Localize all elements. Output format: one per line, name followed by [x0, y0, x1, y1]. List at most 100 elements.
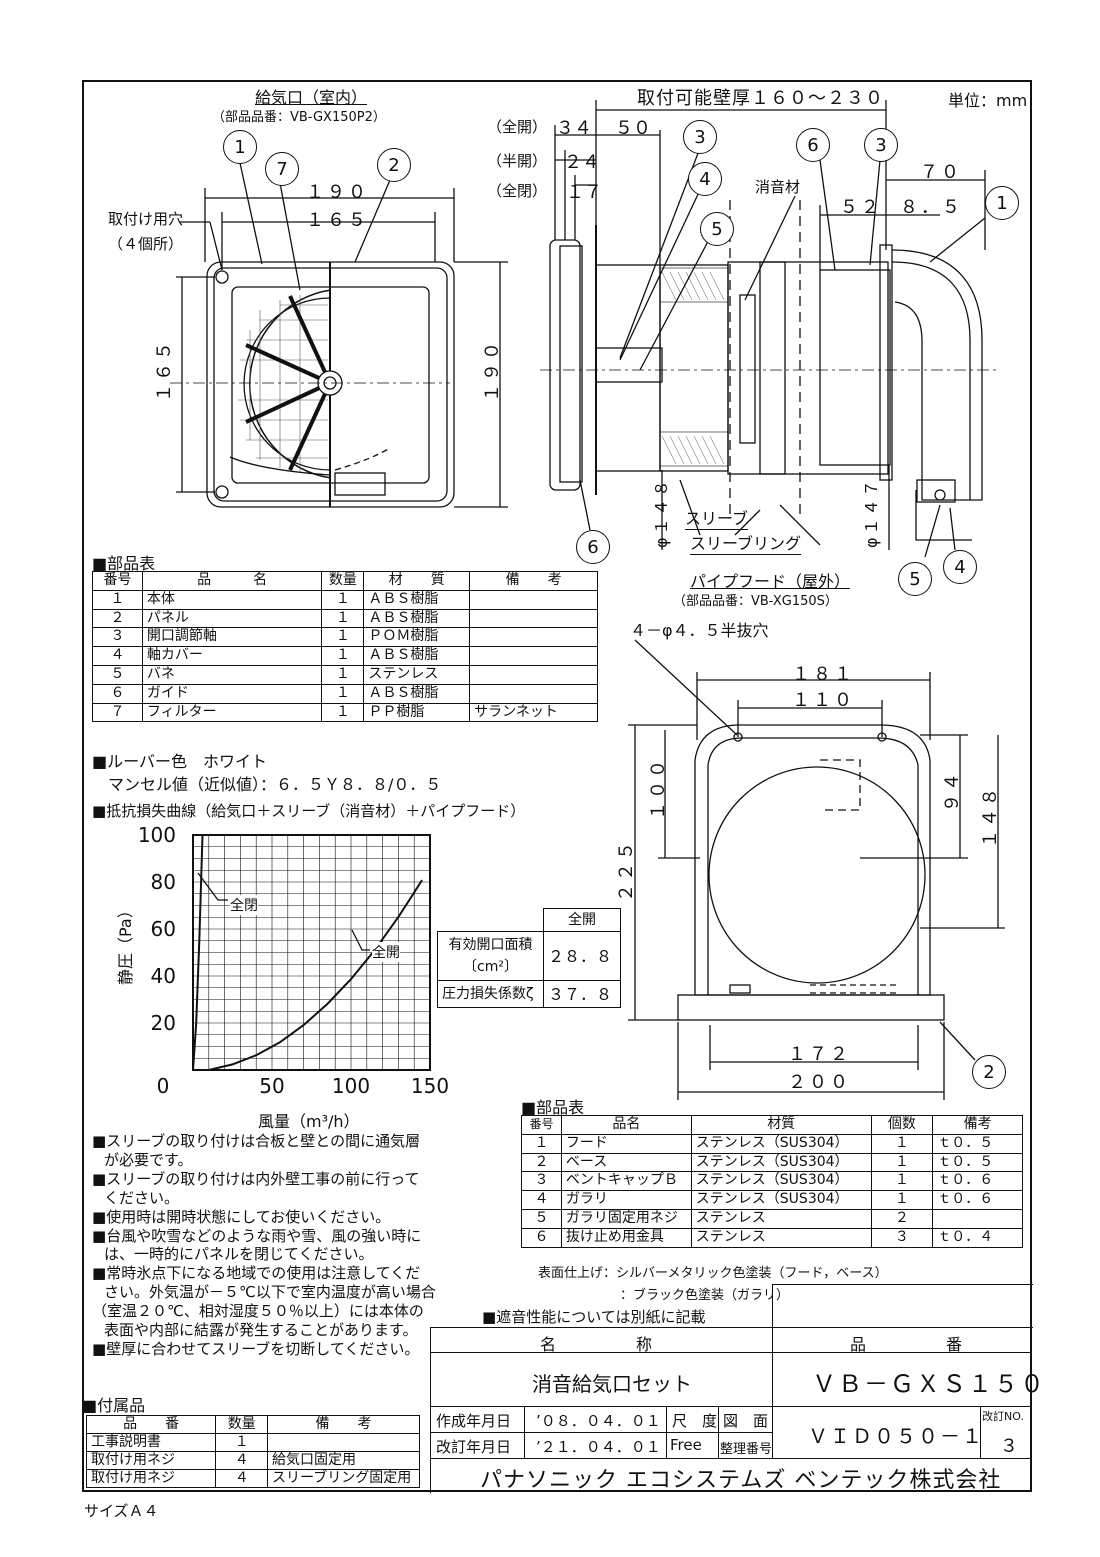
table-cell: ＡＢＳ樹脂	[363, 589, 471, 610]
product-number-label: 品 番	[850, 1335, 963, 1354]
table-cell: ステンレス（SUS304）	[690, 1171, 872, 1192]
dim-8-5: ８．５	[900, 197, 963, 218]
table-cell: １	[321, 683, 365, 704]
parts-table-1-heading: ■部品表	[92, 554, 156, 573]
table-cell: ４	[215, 1451, 269, 1470]
note-line: ■常時氷点下になる地域での使用は注意してくだ	[92, 1264, 421, 1283]
callout-1: 1	[223, 130, 257, 164]
chart-xtick: 0	[156, 1074, 170, 1098]
table-cell: ベース	[560, 1152, 692, 1173]
dia-147: φ１４７	[862, 477, 881, 548]
table-cell: ｔ０．６	[932, 1171, 1023, 1192]
sound-material-label: 消音材	[755, 178, 801, 196]
table-cell: ｔ０．６	[932, 1190, 1023, 1210]
note-line: ■使用時は開時状態にしてお使いください。	[92, 1207, 391, 1226]
table-cell	[469, 608, 598, 629]
created-label: 作成年月日	[436, 1412, 512, 1430]
hole-label: 取付け用穴	[108, 210, 184, 228]
table-cell: ４	[215, 1469, 269, 1488]
table-cell: １	[215, 1433, 269, 1452]
callout-2-hood: 2	[972, 1055, 1006, 1089]
callout-4b: 4	[943, 550, 977, 584]
callout-1b: 1	[985, 186, 1019, 220]
drawing-number: ＶＩＤ０５０－１	[808, 1424, 984, 1448]
hood-holes-label: ４－φ４．５半抜穴	[630, 621, 769, 640]
table-header-row: 番号 品 名 数量 材 質 備 考	[92, 571, 598, 591]
unit-label: 単位：mm	[948, 91, 1028, 110]
header-cell: 番号	[521, 1115, 562, 1135]
front-view-drawing	[170, 162, 508, 508]
dim-100: １００	[648, 757, 669, 820]
table-cell: ４	[521, 1190, 562, 1210]
table-cell	[469, 627, 598, 648]
table-cell: ｔ０．５	[932, 1152, 1023, 1173]
table-cell: ＡＢＳ樹脂	[363, 683, 471, 704]
table-cell: ２	[92, 608, 143, 629]
header-cell: 番号	[92, 571, 143, 591]
callout-2: 2	[377, 148, 411, 182]
table-cell: 工事説明書	[85, 1433, 217, 1452]
callout-6a: 6	[576, 530, 610, 564]
header-cell: 品名	[560, 1115, 692, 1135]
paper-size: サイズＡ４	[84, 1502, 159, 1520]
dia-148: φ１４８	[652, 477, 671, 548]
dim-165-top: １６５	[306, 210, 369, 231]
table-cell: 取付け用ネジ	[85, 1469, 217, 1488]
header-cell: 数量	[215, 1415, 269, 1434]
dim-50: ５０	[615, 118, 651, 139]
munsell-value: マンセル値（近似値）：６．５Ｙ８．８/０．５	[108, 775, 442, 794]
callout-5b: 5	[898, 562, 932, 596]
table-cell: １	[870, 1133, 934, 1154]
table-cell: ３	[521, 1171, 562, 1192]
chart-ylabel: 静圧（Pa）	[116, 902, 135, 985]
table-cell	[469, 664, 598, 685]
spec-value-2: ３７．８	[543, 980, 621, 1008]
note-line: 表面や内部に結露が発生することがあります。	[104, 1321, 418, 1339]
table-cell: ＡＢＳ樹脂	[363, 646, 471, 666]
annotation-closed: 全閉	[230, 895, 258, 915]
drawing-label-2: 整理番号	[720, 1442, 773, 1457]
annotation-open: 全開	[372, 942, 400, 962]
note-line: は、一時的にパネルを閉じてください。	[104, 1245, 374, 1264]
note-line: ■台風や吹雪などのような雨や雪、風の強い時に	[92, 1226, 422, 1245]
header-cell: 数量	[321, 571, 365, 591]
table-cell: ステンレス	[690, 1208, 872, 1229]
table-cell: １	[870, 1152, 934, 1173]
header-cell: 品 番	[85, 1415, 217, 1434]
callout-7: 7	[265, 152, 299, 186]
open-half-label: （半開）	[487, 152, 548, 170]
open-full-label: （全開）	[487, 118, 548, 136]
note-line: が必要です。	[104, 1150, 193, 1169]
company-name: パナソニック エコシステムズ ベンテック株式会社	[480, 1468, 1002, 1493]
table-cell: １	[321, 608, 365, 629]
dim-225: ２２５	[616, 839, 637, 902]
table-cell: ｔ０．４	[932, 1227, 1023, 1248]
dim-190-top: １９０	[306, 182, 369, 203]
revised-date: ’２１．０４．０１	[536, 1438, 661, 1456]
front-view-part-no: （部品品番：VB-GX150P2）	[212, 110, 386, 125]
table-cell: １	[521, 1133, 562, 1154]
table-row: 圧力損失係数ζ ３７．８	[436, 980, 621, 1008]
table-cell	[469, 646, 598, 666]
front-view-title: 給気口（室内）	[255, 88, 368, 107]
table-cell: ２	[521, 1152, 562, 1173]
dim-34: ３４	[556, 118, 592, 139]
dim-165-side: １６５	[154, 339, 175, 402]
scale-value: Free	[670, 1436, 702, 1454]
table-cell: 抜け止め用金具	[560, 1227, 692, 1248]
hole-count-label: （４個所）	[108, 235, 184, 253]
table-cell: フード	[560, 1133, 692, 1154]
wall-thickness-dim: 取付可能壁厚１６０～２３０	[637, 88, 884, 109]
title-block-blank	[772, 1284, 1033, 1329]
chart-xtick: 100	[331, 1074, 371, 1098]
note-line: ください。	[104, 1188, 180, 1207]
chart-ytick: 100	[137, 823, 176, 847]
